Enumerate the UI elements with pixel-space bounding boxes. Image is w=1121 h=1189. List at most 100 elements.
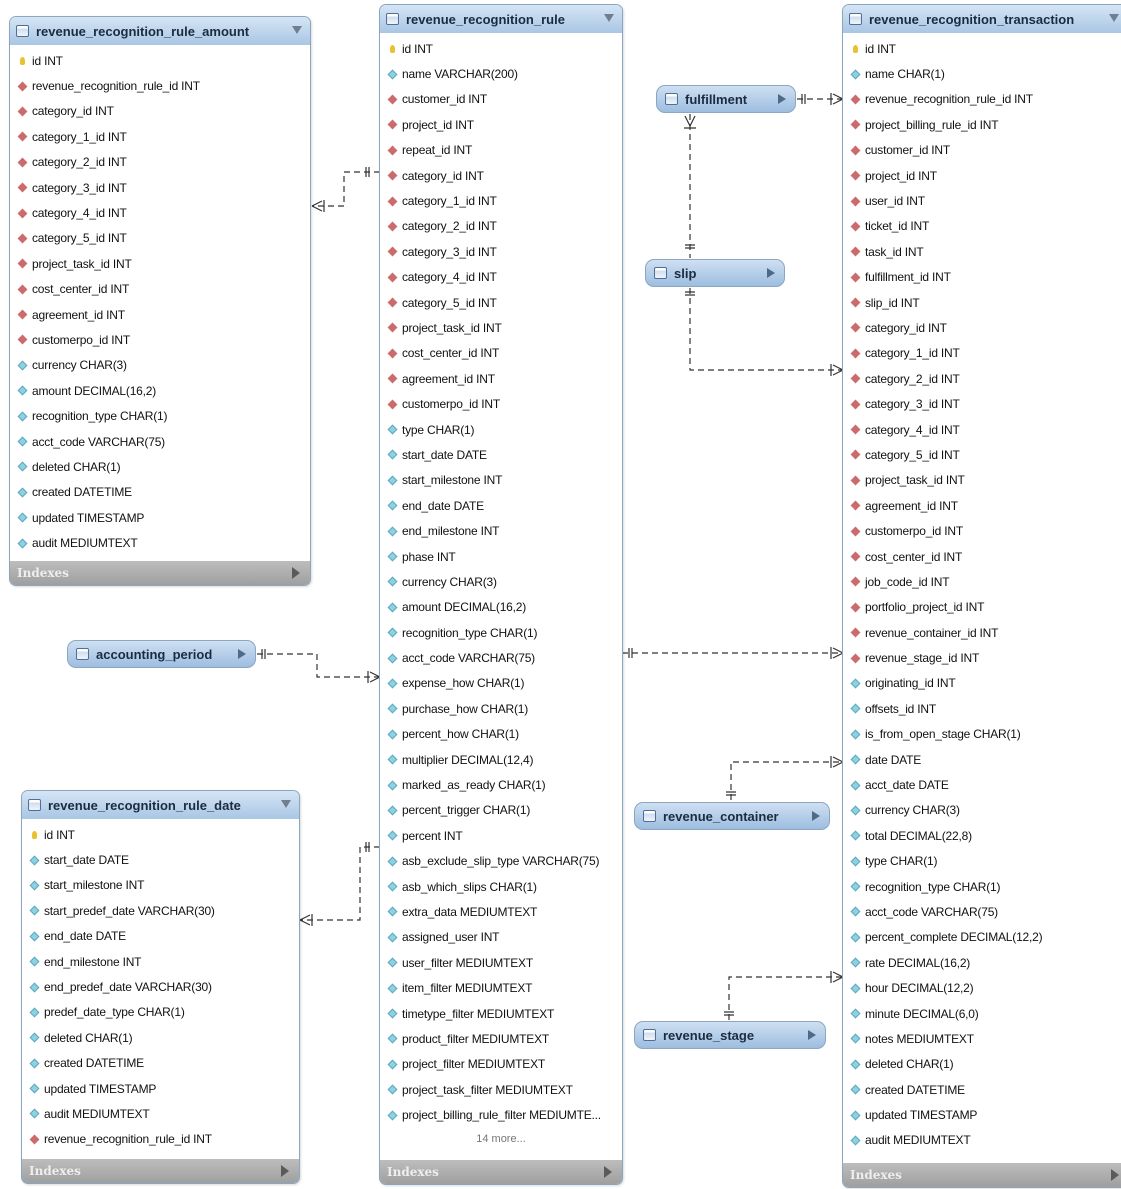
column-row[interactable]: total DECIMAL(22,8) xyxy=(843,823,1121,848)
column-row[interactable]: start_milestone INT xyxy=(380,468,622,493)
column-row[interactable]: end_predef_date VARCHAR(30) xyxy=(22,974,299,999)
column-row[interactable]: amount DECIMAL(16,2) xyxy=(380,595,622,620)
column-row[interactable]: category_1_id INT xyxy=(843,341,1121,366)
column-row[interactable]: revenue_recognition_rule_id INT xyxy=(843,87,1121,112)
column-row[interactable]: updated TIMESTAMP xyxy=(843,1102,1121,1127)
column-row[interactable]: project_task_id INT xyxy=(10,251,310,276)
column-row[interactable]: recognition_type CHAR(1) xyxy=(380,620,622,645)
column-row[interactable]: revenue_container_id INT xyxy=(843,620,1121,645)
column-row[interactable]: agreement_id INT xyxy=(843,493,1121,518)
column-row[interactable]: amount DECIMAL(16,2) xyxy=(10,378,310,403)
column-row[interactable]: asb_which_slips CHAR(1) xyxy=(380,874,622,899)
column-row[interactable]: notes MEDIUMTEXT xyxy=(843,1026,1121,1051)
collapse-caret-icon[interactable] xyxy=(604,14,614,22)
column-row[interactable]: phase INT xyxy=(380,544,622,569)
column-row[interactable]: cost_center_id INT xyxy=(380,341,622,366)
column-row[interactable]: category_5_id INT xyxy=(380,290,622,315)
column-row[interactable]: date DATE xyxy=(843,747,1121,772)
column-row[interactable]: project_billing_rule_id INT xyxy=(843,112,1121,137)
column-row[interactable]: revenue_recognition_rule_id INT xyxy=(22,1127,299,1152)
column-row[interactable]: assigned_user INT xyxy=(380,925,622,950)
table-revenue-container-collapsed[interactable]: revenue_container xyxy=(634,802,830,830)
column-row[interactable]: category_3_id INT xyxy=(10,175,310,200)
expand-arrow-icon[interactable] xyxy=(808,1030,816,1040)
column-row[interactable]: revenue_recognition_rule_id INT xyxy=(10,73,310,98)
indexes-bar[interactable]: Indexes xyxy=(22,1159,299,1183)
column-row[interactable]: job_code_id INT xyxy=(843,569,1121,594)
column-row[interactable]: rate DECIMAL(16,2) xyxy=(843,950,1121,975)
column-row[interactable]: category_1_id INT xyxy=(380,188,622,213)
expand-arrow-icon[interactable] xyxy=(812,811,820,821)
more-columns-label[interactable]: 14 more... xyxy=(476,1132,526,1145)
column-row[interactable]: start_date DATE xyxy=(22,847,299,872)
column-row[interactable]: start_predef_date VARCHAR(30) xyxy=(22,898,299,923)
column-row[interactable]: id INT xyxy=(22,822,299,847)
column-row[interactable]: project_billing_rule_filter MEDIUMTE... xyxy=(380,1102,622,1127)
column-row[interactable]: category_id INT xyxy=(10,99,310,124)
column-row[interactable]: originating_id INT xyxy=(843,671,1121,696)
indexes-bar[interactable]: Indexes xyxy=(843,1163,1121,1187)
column-row[interactable]: recognition_type CHAR(1) xyxy=(843,874,1121,899)
column-row[interactable]: type CHAR(1) xyxy=(380,417,622,442)
column-row[interactable]: portfolio_project_id INT xyxy=(843,595,1121,620)
column-row[interactable]: id INT xyxy=(380,36,622,61)
column-row[interactable]: revenue_stage_id INT xyxy=(843,645,1121,670)
column-row[interactable]: cost_center_id INT xyxy=(843,544,1121,569)
column-row[interactable]: type CHAR(1) xyxy=(843,849,1121,874)
table-header[interactable]: revenue_recognition_transaction xyxy=(843,5,1121,33)
column-row[interactable]: customerpo_id INT xyxy=(380,391,622,416)
column-row[interactable]: category_2_id INT xyxy=(843,366,1121,391)
column-row[interactable]: slip_id INT xyxy=(843,290,1121,315)
column-row[interactable]: recognition_type CHAR(1) xyxy=(10,403,310,428)
column-row[interactable]: cost_center_id INT xyxy=(10,277,310,302)
column-row[interactable]: category_4_id INT xyxy=(10,200,310,225)
column-row[interactable]: end_date DATE xyxy=(380,493,622,518)
column-row[interactable]: updated TIMESTAMP xyxy=(22,1076,299,1101)
column-row[interactable]: category_1_id INT xyxy=(10,124,310,149)
table-slip-collapsed[interactable]: slip xyxy=(645,259,785,287)
column-row[interactable]: currency CHAR(3) xyxy=(380,569,622,594)
column-row[interactable]: percent_how CHAR(1) xyxy=(380,722,622,747)
column-row[interactable]: deleted CHAR(1) xyxy=(10,454,310,479)
column-row[interactable]: agreement_id INT xyxy=(380,366,622,391)
column-row[interactable]: category_id INT xyxy=(843,315,1121,340)
column-row[interactable]: audit MEDIUMTEXT xyxy=(10,530,310,555)
expand-arrow-icon[interactable] xyxy=(281,1165,289,1177)
column-row[interactable]: category_id INT xyxy=(380,163,622,188)
column-row[interactable]: project_id INT xyxy=(843,163,1121,188)
column-row[interactable]: asb_exclude_slip_type VARCHAR(75) xyxy=(380,849,622,874)
column-row[interactable]: end_date DATE xyxy=(22,924,299,949)
column-row[interactable]: percent INT xyxy=(380,823,622,848)
column-row[interactable]: category_4_id INT xyxy=(380,265,622,290)
column-row[interactable]: offsets_id INT xyxy=(843,696,1121,721)
column-row[interactable]: audit MEDIUMTEXT xyxy=(843,1128,1121,1153)
column-row[interactable]: project_task_id INT xyxy=(380,315,622,340)
column-row[interactable]: deleted CHAR(1) xyxy=(843,1052,1121,1077)
column-row[interactable]: expense_how CHAR(1) xyxy=(380,671,622,696)
expand-arrow-icon[interactable] xyxy=(604,1166,612,1178)
collapse-caret-icon[interactable] xyxy=(292,26,302,34)
column-row[interactable]: name VARCHAR(200) xyxy=(380,61,622,86)
column-row[interactable]: id INT xyxy=(10,48,310,73)
collapse-caret-icon[interactable] xyxy=(1109,14,1119,22)
column-row[interactable]: category_4_id INT xyxy=(843,417,1121,442)
table-accounting-period-collapsed[interactable]: accounting_period xyxy=(67,640,256,668)
column-row[interactable]: created DATETIME xyxy=(22,1051,299,1076)
column-row[interactable]: end_milestone INT xyxy=(380,518,622,543)
table-header[interactable]: revenue_recognition_rule_amount xyxy=(10,17,310,45)
column-row[interactable]: user_id INT xyxy=(843,188,1121,213)
expand-arrow-icon[interactable] xyxy=(778,94,786,104)
column-row[interactable]: timetype_filter MEDIUMTEXT xyxy=(380,1001,622,1026)
column-row[interactable]: is_from_open_stage CHAR(1) xyxy=(843,722,1121,747)
column-row[interactable]: purchase_how CHAR(1) xyxy=(380,696,622,721)
column-row[interactable]: name CHAR(1) xyxy=(843,61,1121,86)
column-row[interactable]: project_task_filter MEDIUMTEXT xyxy=(380,1077,622,1102)
column-row[interactable]: agreement_id INT xyxy=(10,302,310,327)
collapse-caret-icon[interactable] xyxy=(281,800,291,808)
column-row[interactable]: deleted CHAR(1) xyxy=(22,1025,299,1050)
column-row[interactable]: category_5_id INT xyxy=(843,442,1121,467)
column-row[interactable]: product_filter MEDIUMTEXT xyxy=(380,1026,622,1051)
column-row[interactable]: project_id INT xyxy=(380,112,622,137)
